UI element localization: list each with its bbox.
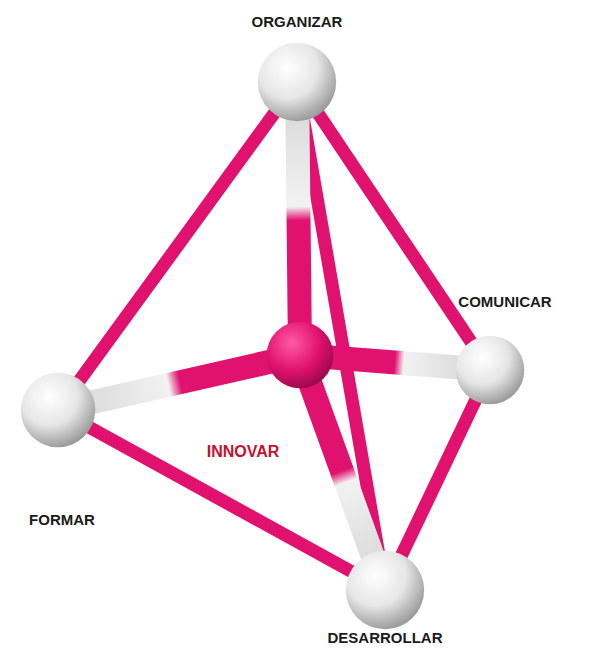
sphere-shape [455, 335, 525, 405]
edge-stick [77, 110, 277, 384]
edge-stick [400, 397, 478, 560]
bond-stick [297, 106, 300, 335]
sphere-shape [20, 372, 96, 448]
bond-stick [307, 374, 377, 567]
node-label: ORGANIZAR [252, 13, 343, 31]
vertex-sphere: COMUNICAR [455, 335, 525, 405]
vertex-sphere: DESARROLLAR [345, 550, 425, 630]
sphere-shape [266, 321, 334, 389]
edge-stick [86, 426, 355, 574]
sphere-shape [345, 550, 425, 630]
hub-sphere: INNOVAR [266, 321, 334, 389]
sphere-shape [257, 42, 337, 122]
node-label: INNOVAR [207, 442, 280, 461]
node-label: FORMAR [29, 511, 95, 529]
node-label: COMUNICAR [458, 293, 551, 311]
node-label: DESARROLLAR [328, 629, 443, 647]
vertex-sphere: ORGANIZAR [257, 42, 337, 122]
bond-stick [80, 360, 280, 405]
vertex-sphere: FORMAR [20, 372, 96, 448]
bond-stick [320, 357, 469, 369]
